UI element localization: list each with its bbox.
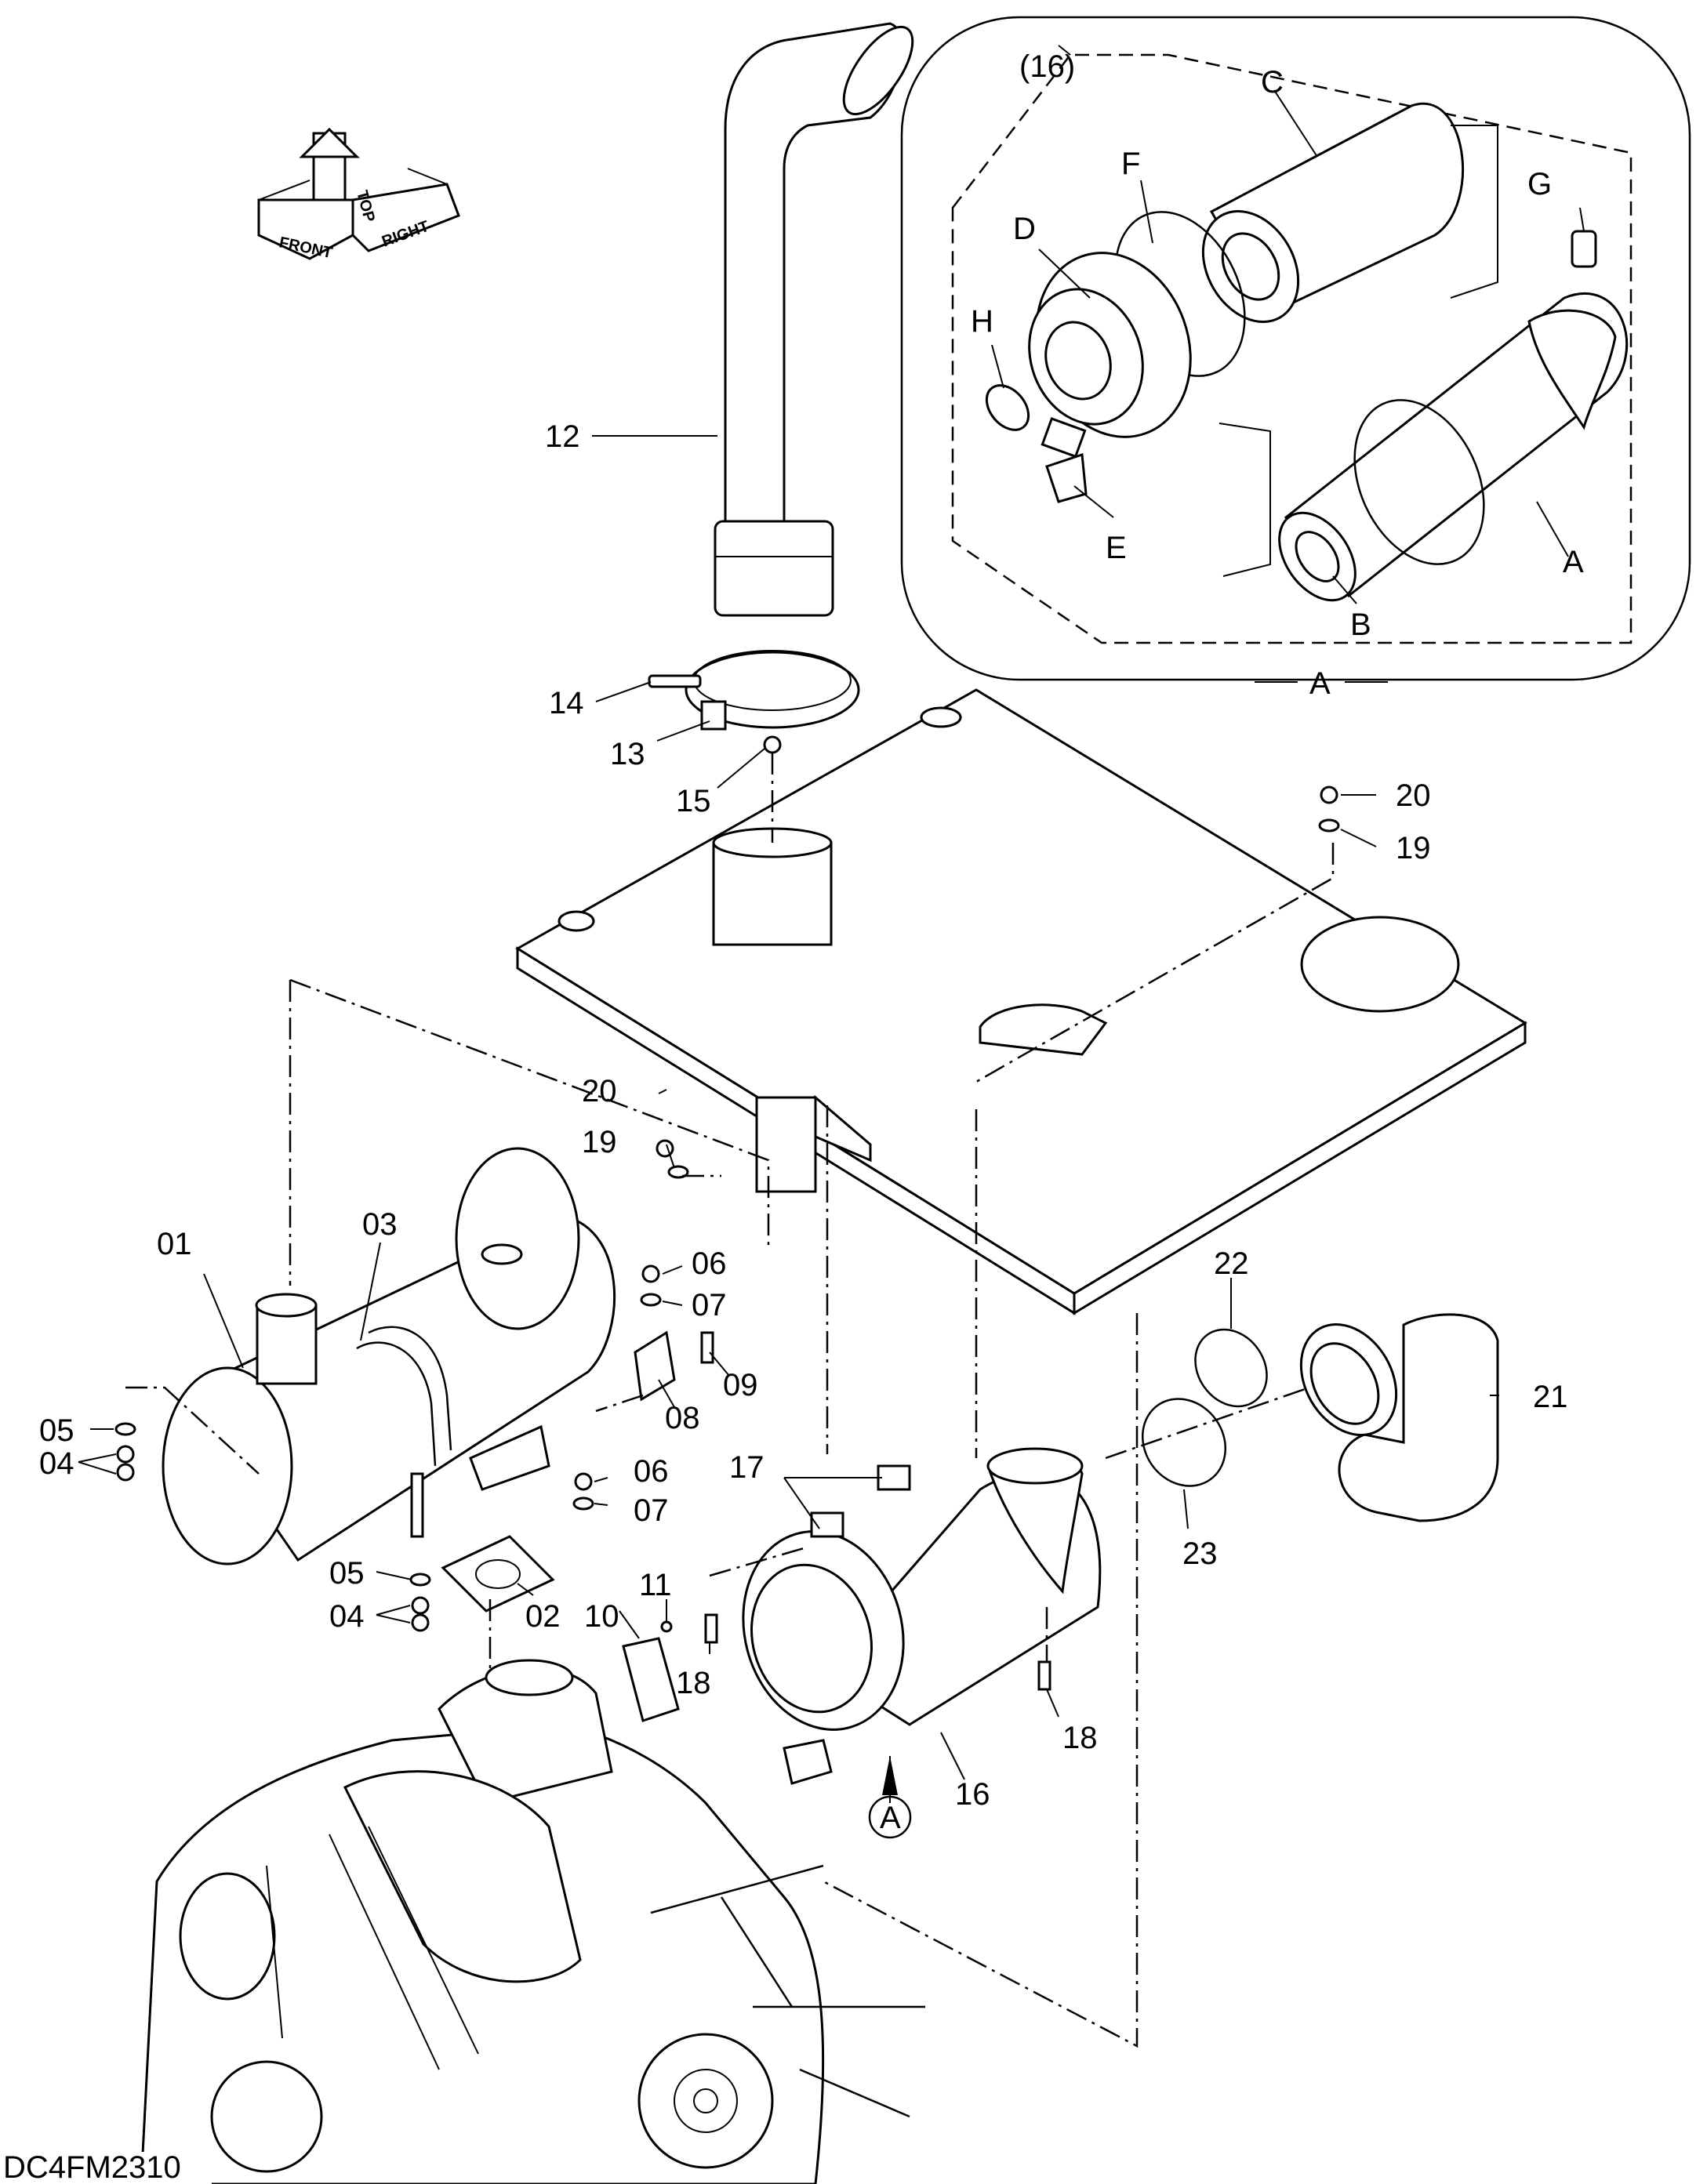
part-label-11: 11 xyxy=(639,1568,672,1602)
detail-letter-c: C xyxy=(1261,65,1284,100)
detail-letter-d: D xyxy=(1013,212,1036,246)
detail-letter-a: A xyxy=(1563,545,1584,579)
part-label-20-top: 20 xyxy=(1396,778,1431,813)
part-label-05-bottom: 05 xyxy=(329,1556,365,1591)
detail-letter-g: G xyxy=(1527,167,1552,201)
exhaust-pipe-drawing xyxy=(714,22,914,617)
part-label-06-lower: 06 xyxy=(634,1454,669,1489)
part-label-14: 14 xyxy=(549,686,584,720)
view-a-marker: A xyxy=(868,1756,912,1839)
detail-group-label: (16) xyxy=(1019,49,1075,84)
bolt-14-drawing xyxy=(648,674,702,688)
part-label-21: 21 xyxy=(1533,1380,1568,1414)
part-label-20-mid: 20 xyxy=(582,1074,617,1108)
part-label-10: 10 xyxy=(584,1599,619,1634)
part-label-05-left: 05 xyxy=(39,1413,74,1448)
detail-letter-e: E xyxy=(1106,531,1127,565)
part-label-15: 15 xyxy=(676,784,711,818)
orientation-arrows-icon: FRONT TOP RIGHT xyxy=(257,127,460,262)
cover-plate-10-drawing xyxy=(622,1637,680,1722)
pipe-clamp-drawing xyxy=(685,650,860,731)
part-label-19-top: 19 xyxy=(1396,831,1431,865)
detail-cap-d-drawing xyxy=(1028,252,1192,459)
part-label-09: 09 xyxy=(723,1368,758,1402)
top-cover-plate-drawing xyxy=(515,688,1527,1315)
detail-letter-h: H xyxy=(971,304,993,339)
gasket-drawing xyxy=(441,1535,555,1613)
view-marker-letter: A xyxy=(880,1801,901,1835)
detail-view-title: A xyxy=(1309,666,1331,701)
detail-indicator-g-drawing xyxy=(1571,230,1597,268)
part-label-06-upper: 06 xyxy=(692,1246,727,1281)
muffler-drawing xyxy=(162,1147,616,1565)
part-label-18-right: 18 xyxy=(1062,1721,1098,1755)
part-label-23: 23 xyxy=(1182,1536,1218,1571)
hose-clamp-23-drawing xyxy=(1141,1398,1227,1487)
nut-15-drawing xyxy=(763,735,782,754)
part-label-16: 16 xyxy=(955,1777,990,1812)
part-label-13: 13 xyxy=(610,737,645,771)
leader-lines xyxy=(78,435,1499,1803)
part-label-03: 03 xyxy=(362,1207,398,1242)
detail-plug-h-drawing xyxy=(985,384,1030,431)
part-label-18-left: 18 xyxy=(676,1666,711,1700)
part-label-02: 02 xyxy=(525,1599,561,1634)
part-label-12: 12 xyxy=(545,419,580,454)
part-label-07-lower: 07 xyxy=(634,1493,669,1528)
detail-letter-f: F xyxy=(1121,147,1140,181)
part-label-17: 17 xyxy=(729,1450,765,1485)
hose-clamp-22-drawing xyxy=(1194,1328,1268,1408)
part-label-07-upper: 07 xyxy=(692,1288,727,1322)
part-label-01: 01 xyxy=(157,1227,192,1261)
detail-housing-a-drawing xyxy=(1219,292,1629,602)
part-label-22: 22 xyxy=(1214,1246,1249,1281)
detail-valve-e-drawing xyxy=(1045,452,1088,503)
detail-letter-b: B xyxy=(1350,608,1371,642)
engine-drawing xyxy=(140,1659,925,2184)
detail-view-frame xyxy=(900,16,1691,681)
detail-view-a xyxy=(900,16,1691,683)
air-cleaner-drawing xyxy=(742,1447,1102,1785)
part-label-04-left: 04 xyxy=(39,1446,74,1481)
part-label-19-mid: 19 xyxy=(582,1125,617,1159)
bracket-08-drawing xyxy=(634,1330,676,1402)
alignment-lines xyxy=(125,753,1335,2048)
diagram-code: DC4FM2310 xyxy=(3,2150,181,2184)
intake-hose-drawing xyxy=(1299,1313,1499,1522)
detail-group-dashed-outline xyxy=(951,53,1633,644)
part-label-08: 08 xyxy=(665,1401,700,1435)
part-label-04-bottom: 04 xyxy=(329,1599,365,1634)
detail-filter-c-drawing xyxy=(1201,102,1498,324)
